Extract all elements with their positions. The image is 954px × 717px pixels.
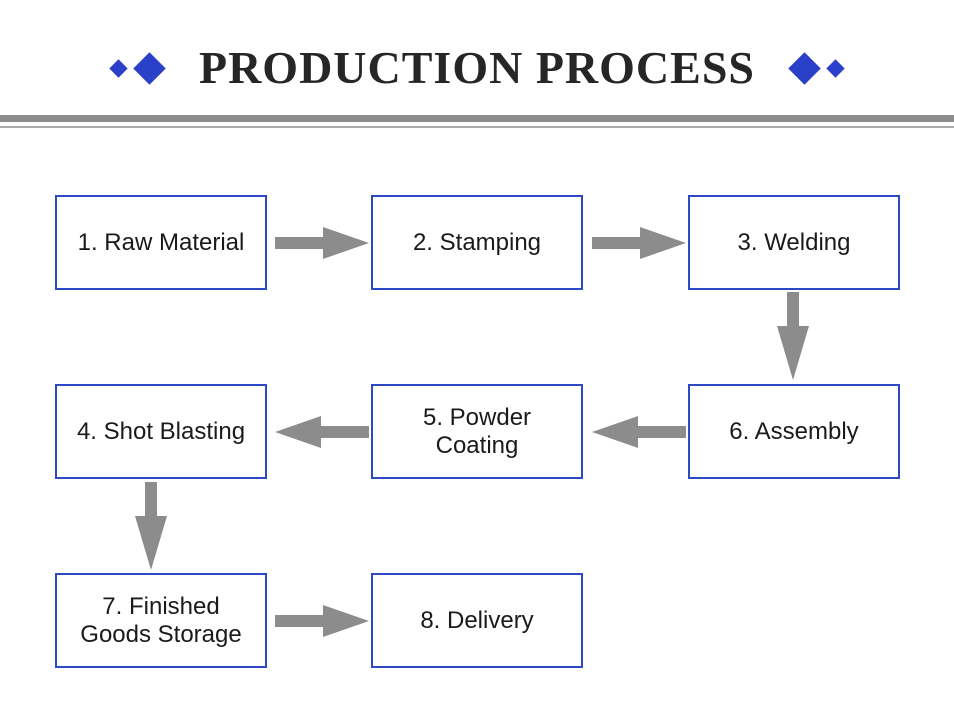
diamond-icon: [826, 58, 845, 78]
arrow-right-icon: [275, 227, 369, 259]
diamond-icon: [788, 51, 821, 85]
page-title: PRODUCTION PROCESS: [198, 42, 755, 93]
arrow-down-icon: [777, 292, 809, 380]
flow-box-finished-goods-storage: 7. Finished Goods Storage: [55, 573, 267, 668]
flow-box-stamping: 2. Stamping: [371, 195, 583, 290]
flow-box-shot-blasting: 4. Shot Blasting: [55, 384, 267, 479]
flow-box-delivery: 8. Delivery: [371, 573, 583, 668]
diamond-icon: [133, 51, 166, 85]
arrow-left-icon: [275, 416, 369, 448]
title-bar: PRODUCTION PROCESS: [0, 30, 954, 106]
arrow-right-icon: [275, 605, 369, 637]
flow-box-assembly: 6. Assembly: [688, 384, 900, 479]
arrow-left-icon: [592, 416, 686, 448]
flow-box-welding: 3. Welding: [688, 195, 900, 290]
divider-thin-line: [0, 126, 954, 128]
flow-box-powder-coating: 5. Powder Coating: [371, 384, 583, 479]
diamond-icon: [109, 58, 128, 78]
flow-box-raw-material: 1. Raw Material: [55, 195, 267, 290]
arrow-down-icon: [135, 482, 167, 570]
divider-thick-line: [0, 115, 954, 122]
arrow-right-icon: [592, 227, 686, 259]
